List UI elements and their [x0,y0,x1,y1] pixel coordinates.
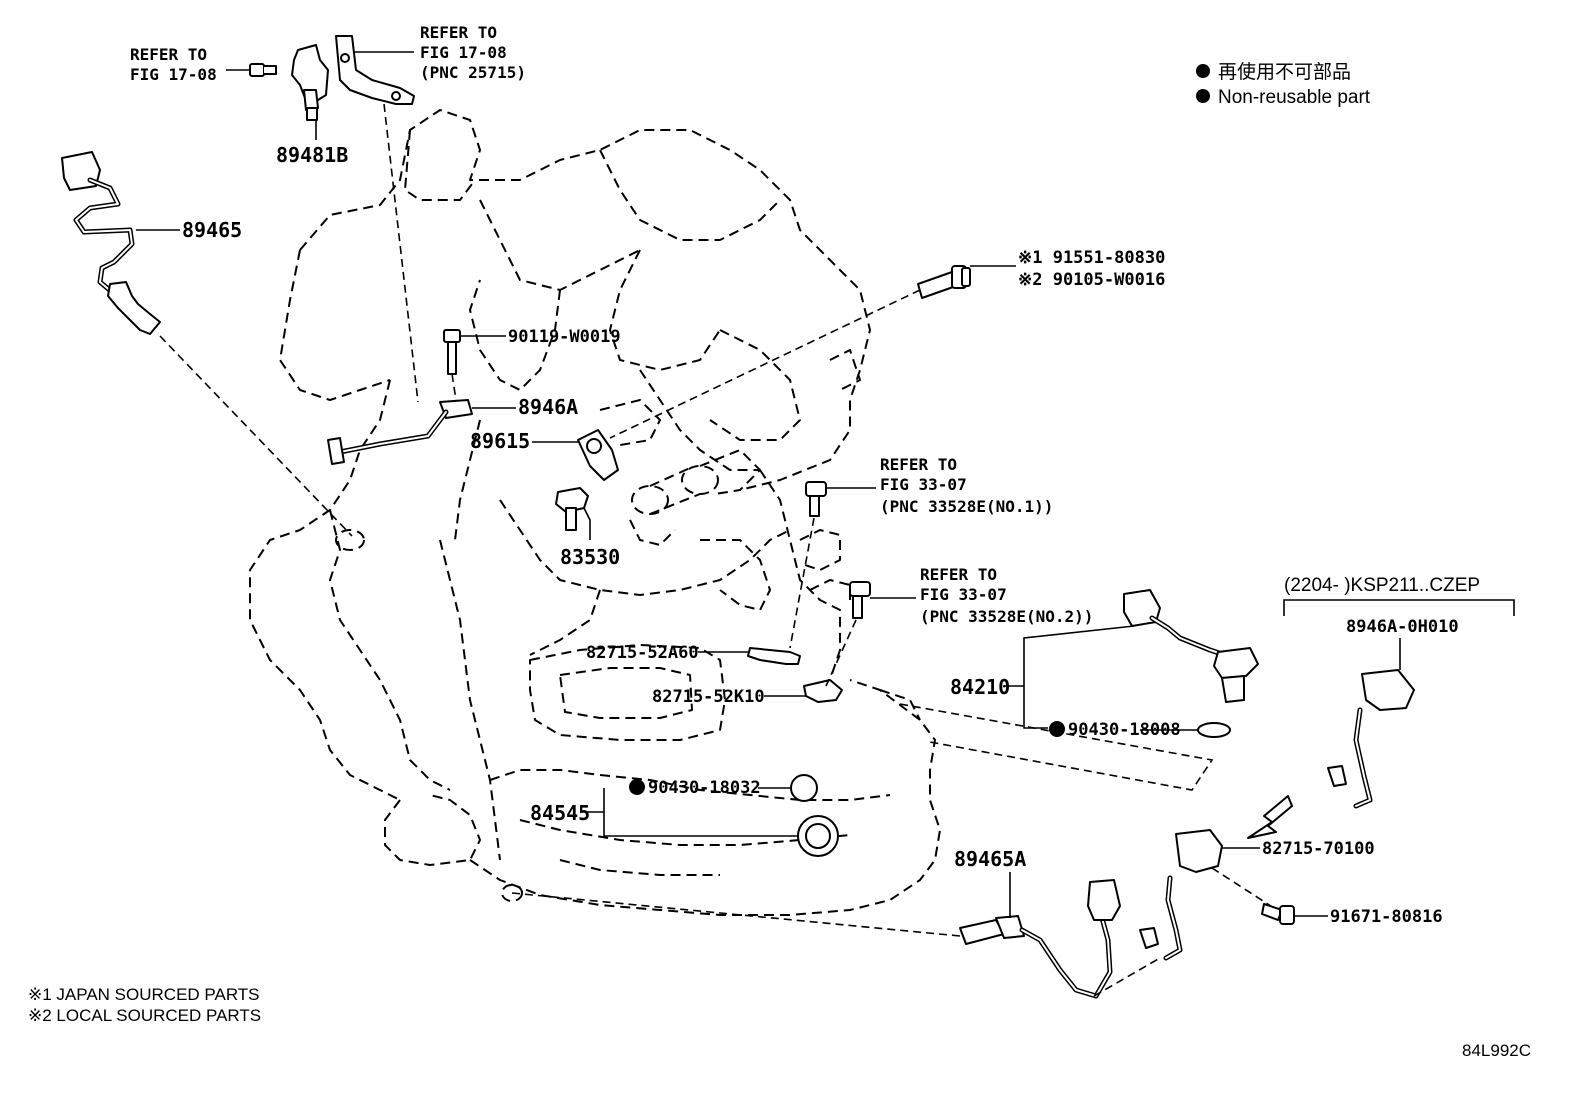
legend-en: Non-reusable part [1218,87,1371,108]
ref-fig33-no1: REFER TO FIG 33-07 (PNC 33528E(NO.1)) [880,455,1053,516]
part-82715-52A60: 82715-52A60 [586,643,699,663]
part-89481B: 89481B [276,143,348,167]
non-reusable-dot-icon [1196,64,1210,78]
sensor-89615 [577,429,619,481]
part-89465A: 89465A [954,847,1026,871]
variant-part: 8946A-0H010 [1346,617,1459,637]
bracket-8946A [327,399,473,465]
part-84210: 84210 [950,675,1010,699]
part-90430-18008: 90430-18008 [1068,720,1181,740]
bolt-33528E-no2 [849,581,871,619]
part-84545: 84545 [530,801,590,825]
bolt-91551 [917,265,971,299]
ref-fig17-right: REFER TO FIG 17-08 (PNC 25715) [420,23,526,82]
vacuum-sensor-89481B [291,44,329,121]
non-reusable-dot-icon [629,779,645,795]
bolt-33528E-no1 [805,481,827,517]
legend-jp: 再使用不可部品 [1218,61,1351,83]
footnote-local: ※2 LOCAL SOURCED PARTS [28,1006,261,1025]
ref-line: REFER TO [420,23,497,42]
ref-fig17-left: REFER TO FIG 17-08 [130,45,217,84]
oxygen-sensor-89465 [61,151,161,335]
part-8946A: 8946A [518,395,578,419]
oxygen-sensor-89465A [959,879,1121,999]
variant-box: (2204- )KSP211..CZEP 8946A-0H010 [1284,575,1480,637]
part-90119-W0019: 90119-W0019 [508,327,621,347]
install-lines [159,103,1275,997]
part-90105-W0016: ※2 90105-W0016 [1018,270,1165,290]
illustration-code: 84L992C [1462,1041,1531,1060]
part-labels: 89481B 89465 ※1 91551-80830 ※2 90105-W00… [182,143,1443,927]
bracket-82715-52A60 [747,647,801,665]
ref-line: REFER TO [880,455,957,474]
variant-label: (2204- )KSP211..CZEP [1284,575,1480,596]
engine-outline [249,109,941,916]
part-89465: 89465 [182,218,242,242]
ref-line: FIG 33-07 [920,585,1007,604]
variant-bracket-8946A-0H010 [1327,669,1415,809]
bolt-fig17-left [249,63,277,77]
footnotes: ※1 JAPAN SOURCED PARTS ※2 LOCAL SOURCED … [28,985,261,1025]
ref-line: (PNC 25715) [420,63,526,82]
bracket-82715-70100 [1139,829,1223,961]
bracket-82715-52K10 [803,679,843,703]
ref-line: REFER TO [920,565,997,584]
non-reusable-dot-icon [1049,721,1065,737]
ref-fig33-no2: REFER TO FIG 33-07 (PNC 33528E(NO.2)) [920,565,1093,626]
footnote-japan: ※1 JAPAN SOURCED PARTS [28,985,260,1004]
part-89615: 89615 [470,429,530,453]
part-91551-80830: ※1 91551-80830 [1018,248,1165,268]
legend: 再使用不可部品 Non-reusable part [1196,61,1371,108]
non-reusable-dot-icon [1196,89,1210,103]
part-82715-70100: 82715-70100 [1262,839,1375,859]
ref-line: FIG 17-08 [420,43,507,62]
direction-arrow [1247,795,1293,839]
bolt-91671 [1261,903,1295,925]
ref-line: FIG 17-08 [130,65,217,84]
switch-83530 [555,487,589,531]
bracket-25715 [335,35,415,105]
leader-lines [136,51,1515,918]
bolt-90119 [443,329,461,375]
part-90430-18032: 90430-18032 [648,778,761,798]
part-82715-52K10: 82715-52K10 [652,687,765,707]
ref-line: (PNC 33528E(NO.2)) [920,607,1093,626]
part-83530: 83530 [560,545,620,569]
ref-line: FIG 33-07 [880,475,967,494]
part-91671-80816: 91671-80816 [1330,907,1443,927]
switch-84545 [790,774,839,857]
ref-line: (PNC 33528E(NO.1)) [880,497,1053,516]
speed-sensor-84210 [1123,589,1259,738]
ref-line: REFER TO [130,45,207,64]
